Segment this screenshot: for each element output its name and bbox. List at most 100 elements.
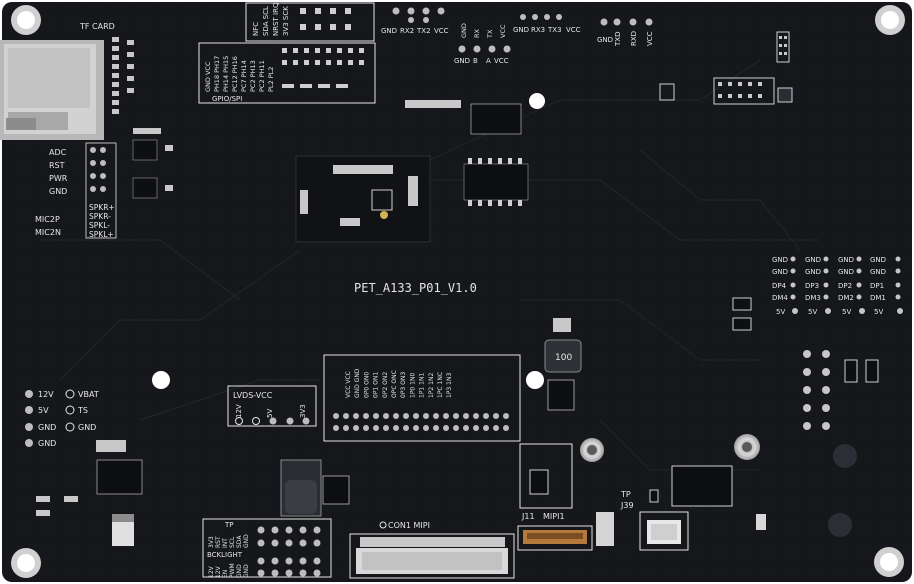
svg-text:EN: EN xyxy=(222,570,229,578)
svg-text:SDA: SDA xyxy=(236,535,243,548)
svg-text:5V: 5V xyxy=(38,406,49,415)
svg-text:3V3 SCK: 3V3 SCK xyxy=(282,6,290,36)
lvds-pin xyxy=(453,413,459,419)
lvds-pin xyxy=(453,425,459,431)
svg-text:GND VCC: GND VCC xyxy=(204,61,212,92)
svg-text:5V: 5V xyxy=(874,308,883,316)
svg-text:PC2 PH13: PC2 PH13 xyxy=(249,60,257,92)
rs485-header: GND RX TX VCC GND B A VCC xyxy=(454,23,511,65)
uart2-header: GND RX2 TX2 VCC xyxy=(381,7,449,35)
lvds-pin xyxy=(433,425,439,431)
svg-text:GND: GND xyxy=(772,268,788,276)
svg-text:GND: GND xyxy=(78,423,96,432)
lvds-pin xyxy=(403,413,409,419)
mounting-hole-tl xyxy=(11,5,41,35)
svg-text:PL2 PL2: PL2 PL2 xyxy=(267,67,275,92)
board-name: PET_A133_P01_V1.0 xyxy=(354,281,477,295)
lvds-signal-label: 1P0 1N0 xyxy=(409,373,416,398)
lvds-vcc-block: LVDS-VCC 12V 5V 3V3 xyxy=(227,385,317,427)
lvds-pin xyxy=(363,413,369,419)
svg-text:VBAT: VBAT xyxy=(78,390,99,399)
lvds-pin xyxy=(493,425,499,431)
svg-text:VCC: VCC xyxy=(646,31,654,46)
svg-text:RST: RST xyxy=(49,161,65,170)
svg-text:RXD: RXD xyxy=(630,31,638,46)
lvds-pin xyxy=(463,413,469,419)
inductor-bottom xyxy=(280,443,733,517)
svg-text:GND: GND xyxy=(772,256,788,264)
svg-text:GND: GND xyxy=(460,23,468,38)
svg-text:PH14 PH15: PH14 PH15 xyxy=(222,56,230,92)
svg-text:PC12 PH16: PC12 PH16 xyxy=(231,56,239,92)
tp-j39-connector: TP J39 xyxy=(596,489,766,551)
svg-text:VCC: VCC xyxy=(566,26,581,34)
lvds-pin xyxy=(343,425,349,431)
smd-pads-tf xyxy=(112,37,134,114)
svg-text:VCC: VCC xyxy=(434,27,449,35)
svg-text:TS: TS xyxy=(77,406,88,415)
svg-text:DP4: DP4 xyxy=(772,282,787,290)
lvds-pin xyxy=(423,425,429,431)
svg-text:5V: 5V xyxy=(808,308,817,316)
svg-text:DP1: DP1 xyxy=(870,282,884,290)
svg-text:RST: RST xyxy=(215,536,222,548)
lvds-pin xyxy=(493,413,499,419)
svg-text:J39: J39 xyxy=(620,501,634,510)
lvds-pin xyxy=(413,413,419,419)
svg-text:VCC: VCC xyxy=(494,57,509,65)
svg-text:SCL: SCL xyxy=(229,536,236,548)
lvds-pin xyxy=(383,425,389,431)
npth-hole xyxy=(526,371,544,389)
som-window xyxy=(295,155,431,243)
gpio-spi-block: GND VCC PH18 PH17 PH14 PH15 PC12 PH16 PC… xyxy=(198,42,376,104)
lvds-pin xyxy=(473,413,479,419)
svg-text:PH18 PH17: PH18 PH17 xyxy=(213,56,221,92)
tf-card-slot xyxy=(0,40,104,140)
svg-text:TX2: TX2 xyxy=(416,27,431,35)
svg-text:TXD: TXD xyxy=(614,32,622,47)
lvds-pin xyxy=(503,425,509,431)
svg-text:GND: GND xyxy=(243,564,250,578)
lvds-pin xyxy=(423,413,429,419)
svg-text:12V: 12V xyxy=(215,565,222,578)
svg-text:MIC2N: MIC2N xyxy=(35,228,61,237)
nfc-header-block: NFC SDA SCL NRST IRQ 3V3 SCK xyxy=(245,2,375,42)
lvds-signal-label: OPC ONC xyxy=(391,370,398,398)
ic-chips-left xyxy=(132,128,173,199)
svg-text:GND: GND xyxy=(454,57,470,65)
nfc-pins xyxy=(300,8,351,30)
ic-transceiver xyxy=(405,100,529,206)
lvds-pin xyxy=(333,413,339,419)
mipi-fpc-connector: CON1 MIPI xyxy=(349,521,515,579)
lvds-pin xyxy=(403,425,409,431)
svg-text:GND: GND xyxy=(805,256,821,264)
lvds-signal-label: 0P2 ON2 xyxy=(382,372,389,398)
tf-card-label: TF CARD xyxy=(79,22,115,31)
tp-bcklight-block: TP 3V3 RST INT SCL SDA GND BCKLIGHT 12V … xyxy=(202,518,332,578)
lvds-signal-label: 1P3 1N3 xyxy=(446,373,453,398)
smd-components-top-right xyxy=(659,31,793,105)
pads-right xyxy=(803,350,879,537)
svg-text:PWR: PWR xyxy=(49,174,68,183)
svg-text:TX3: TX3 xyxy=(547,26,562,34)
usb-pin-area: GND GND DP4 DM4 5V GND GND DP3 DM3 5V GN… xyxy=(732,256,903,331)
svg-text:DM2: DM2 xyxy=(838,294,854,302)
power-components-left xyxy=(36,440,143,546)
lvds-pin xyxy=(343,413,349,419)
svg-text:GND: GND xyxy=(49,187,67,196)
svg-text:RX3: RX3 xyxy=(531,26,545,34)
lvds-pin xyxy=(473,425,479,431)
svg-text:RX2: RX2 xyxy=(400,27,414,35)
lvds-signal-label: 0P0 ON0 xyxy=(363,372,370,398)
svg-text:RX: RX xyxy=(473,28,481,38)
svg-text:ADC: ADC xyxy=(49,148,67,157)
lvds-pin xyxy=(363,425,369,431)
gpio-spi-label: GPIO/SPI xyxy=(212,95,242,103)
lvds-pin xyxy=(373,413,379,419)
svg-text:GND: GND xyxy=(805,268,821,276)
npth-hole xyxy=(152,371,170,389)
svg-text:SPKR+: SPKR+ xyxy=(89,203,115,212)
lvds-signal-label: VCC VCC xyxy=(345,371,352,398)
lvds-pin xyxy=(443,425,449,431)
